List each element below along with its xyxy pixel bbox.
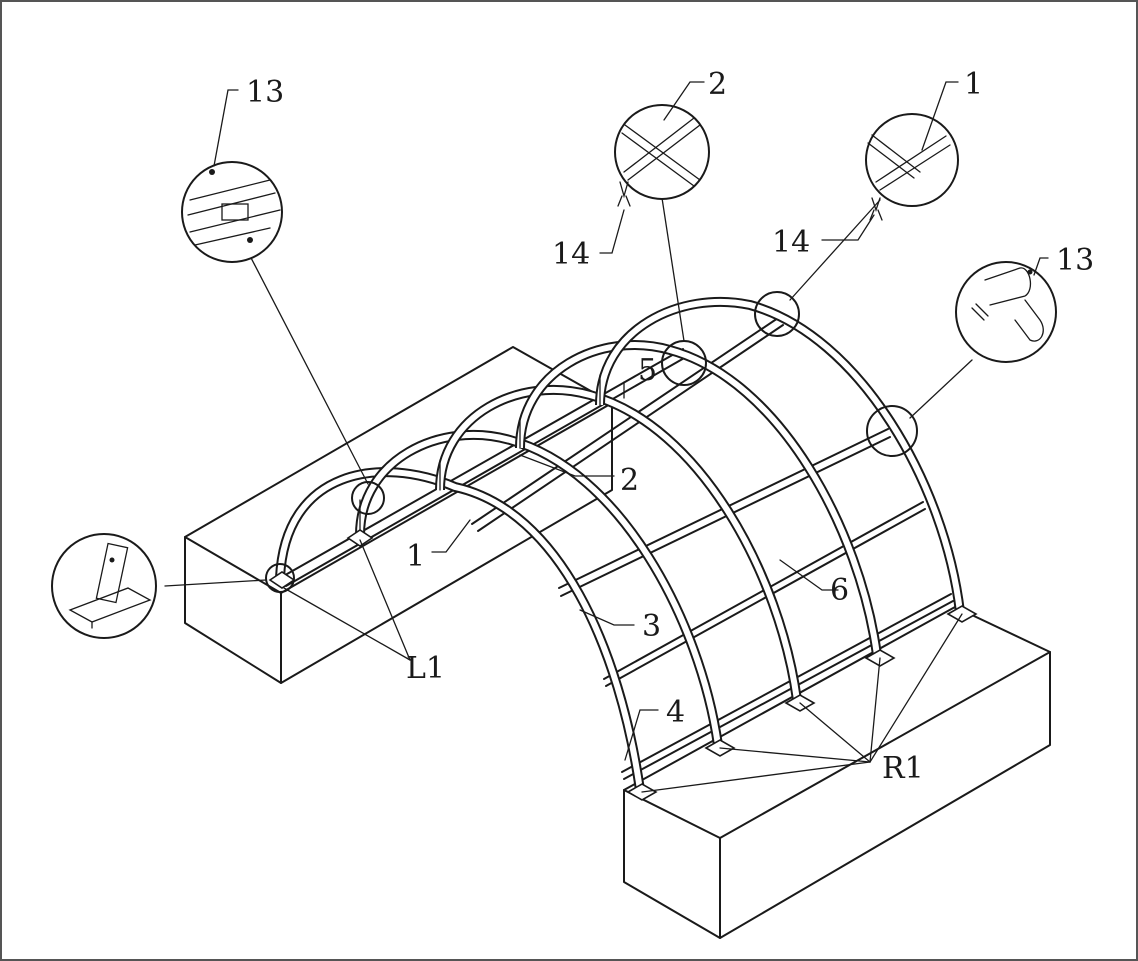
- label-14-left: 14: [552, 237, 590, 272]
- detail-circle-13-left: [181, 161, 369, 485]
- label-R1: R1: [882, 751, 924, 786]
- label-1-top: 1: [964, 67, 983, 102]
- detail-circle-1-top: [789, 113, 959, 301]
- label-6: 6: [830, 573, 849, 608]
- leader-lines: [213, 81, 1049, 793]
- label-4: 4: [666, 695, 685, 730]
- label-3: 3: [642, 609, 661, 644]
- label-2-mid: 2: [620, 463, 639, 498]
- detail-circle-2-top: [614, 104, 710, 342]
- label-13-left: 13: [246, 75, 284, 110]
- detail-circle-base: [51, 533, 267, 639]
- label-1-mid: 1: [406, 539, 425, 574]
- label-L1: L1: [406, 651, 445, 686]
- label-13-right: 13: [1056, 243, 1094, 278]
- detail-circle-13-right: [909, 261, 1057, 419]
- right-foundation-block: [623, 606, 1051, 939]
- label-14-right: 14: [772, 225, 810, 260]
- arch-tubes: [275, 296, 965, 791]
- label-5: 5: [638, 353, 657, 388]
- longitudinal-bars: [279, 317, 954, 780]
- part-labels: 13 2 1 14 14 13 5 2 1 3 6 4 L1 R1: [246, 67, 1094, 786]
- label-2-top: 2: [708, 67, 727, 102]
